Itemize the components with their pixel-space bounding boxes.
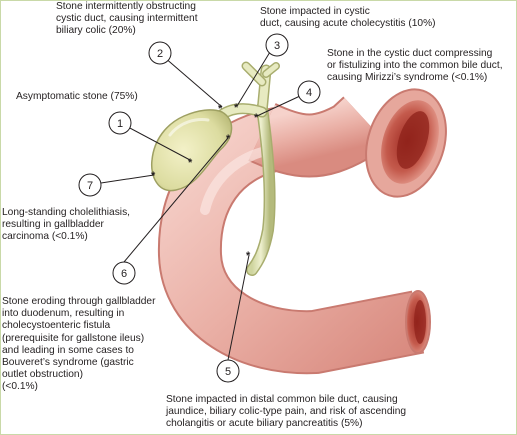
stone-marker-4: *	[254, 112, 259, 124]
callout-marker-3: 3	[265, 33, 289, 57]
svg-text:3: 3	[274, 40, 280, 52]
stone-marker-1: *	[188, 157, 193, 169]
gallbladder	[150, 109, 233, 192]
callout-text-1: Asymptomatic stone (75%)	[16, 91, 138, 102]
svg-text:5: 5	[225, 366, 231, 378]
stone-marker-7: *	[151, 170, 156, 182]
callout-text-4: Stone in the cystic duct compressing or …	[327, 48, 503, 84]
callout-text-6: Stone eroding through gallbladder into d…	[2, 296, 156, 393]
stone-marker-3: *	[234, 102, 239, 114]
stone-marker-2: *	[218, 103, 223, 115]
callout-marker-2: 2	[148, 41, 172, 65]
callout-text-7: Long-standing cholelithiasis, resulting …	[2, 207, 130, 243]
svg-text:2: 2	[157, 48, 163, 60]
duodenum	[157, 88, 447, 375]
svg-text:4: 4	[306, 87, 312, 99]
callout-text-2: Stone intermittently obstructing cystic …	[56, 1, 198, 37]
callout-marker-6: 6	[112, 261, 136, 285]
callout-marker-4: 4	[297, 80, 321, 104]
callout-marker-1: 1	[108, 111, 132, 135]
svg-text:1: 1	[117, 118, 123, 130]
svg-text:7: 7	[87, 180, 93, 192]
number-circles: 1 2 3 4 5 6 7	[78, 33, 321, 383]
callout-marker-5: 5	[216, 359, 240, 383]
callout-text-5: Stone impacted in distal common bile duc…	[166, 394, 407, 430]
svg-text:6: 6	[121, 268, 127, 280]
callout-text-3: Stone impacted in cystic duct, causing a…	[260, 6, 436, 30]
leader-lines	[100, 51, 301, 361]
callout-marker-7: 7	[78, 173, 102, 197]
stone-marker-6: *	[226, 133, 231, 145]
